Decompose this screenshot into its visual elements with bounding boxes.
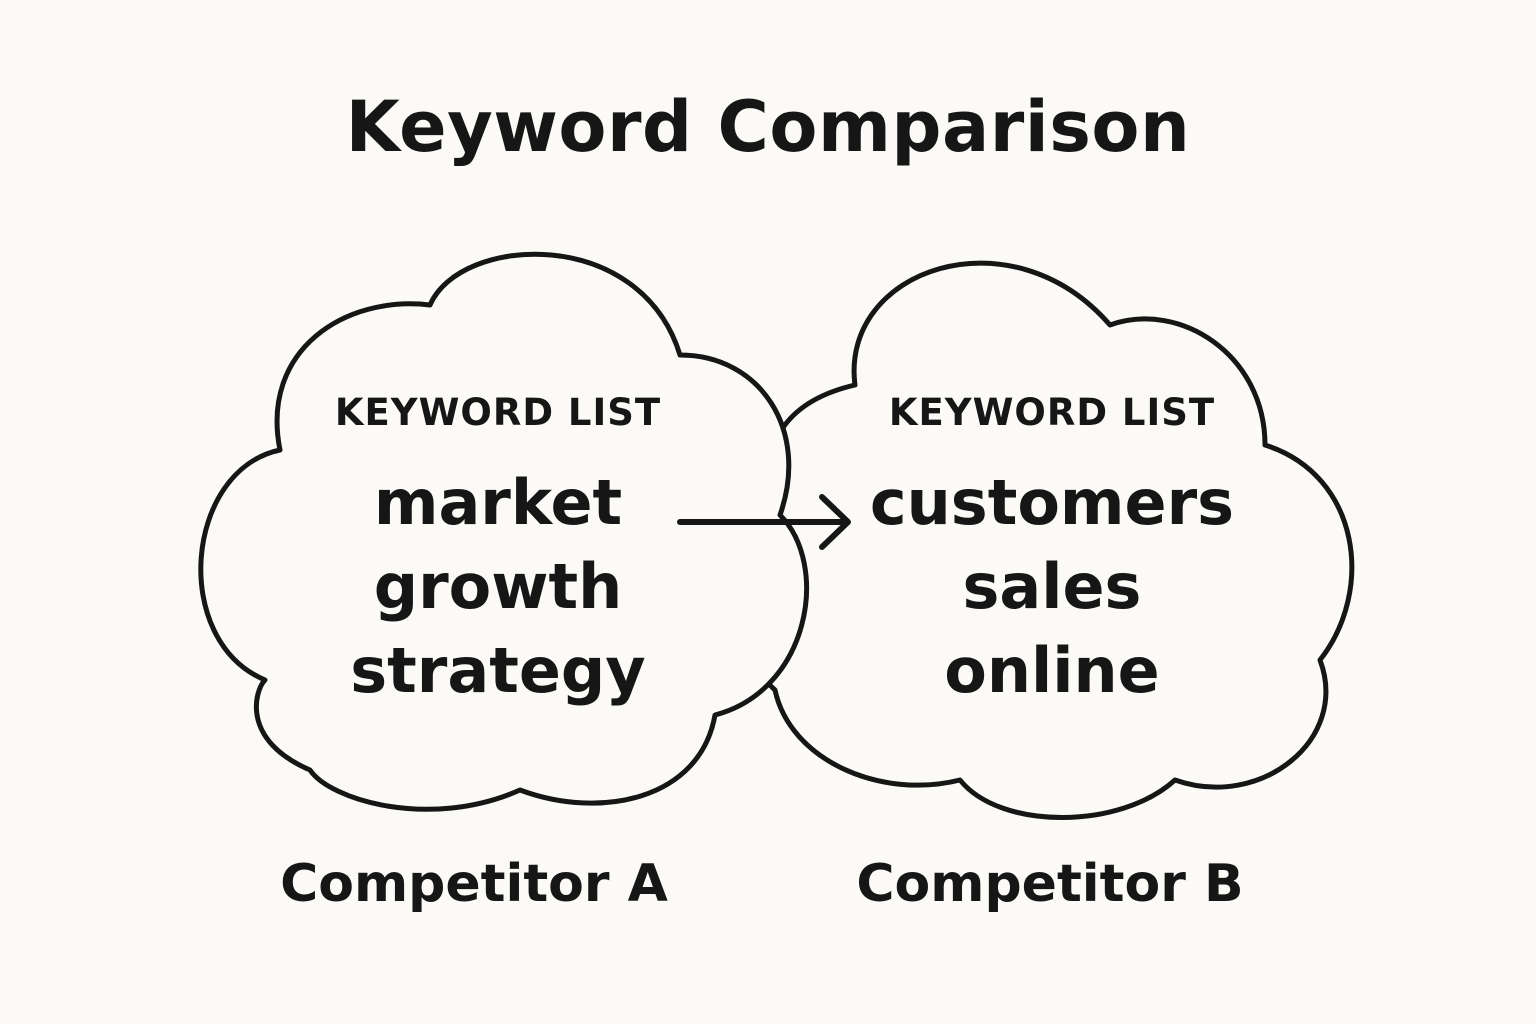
keyword-list-heading: KEYWORD LIST [334,391,662,434]
competitor-a-label: Competitor A [280,854,668,914]
arrow-right-icon [677,494,851,550]
cloud-competitor-a [198,251,809,812]
keyword-list-heading: KEYWORD LIST [888,391,1216,434]
keyword-item: online [944,634,1160,707]
keyword-item: market [373,466,623,539]
keyword-item: growth [373,550,623,623]
keyword-item: strategy [350,634,646,707]
diagram-title: Keyword Comparison [345,86,1191,168]
keyword-list-competitor-a: KEYWORD LIST market growth strategy [298,394,698,713]
keyword-list-competitor-b: KEYWORD LIST customers sales online [852,394,1252,713]
keyword-item: customers [869,466,1235,539]
keyword-item: sales [962,550,1142,623]
competitor-b-label: Competitor B [856,854,1244,914]
